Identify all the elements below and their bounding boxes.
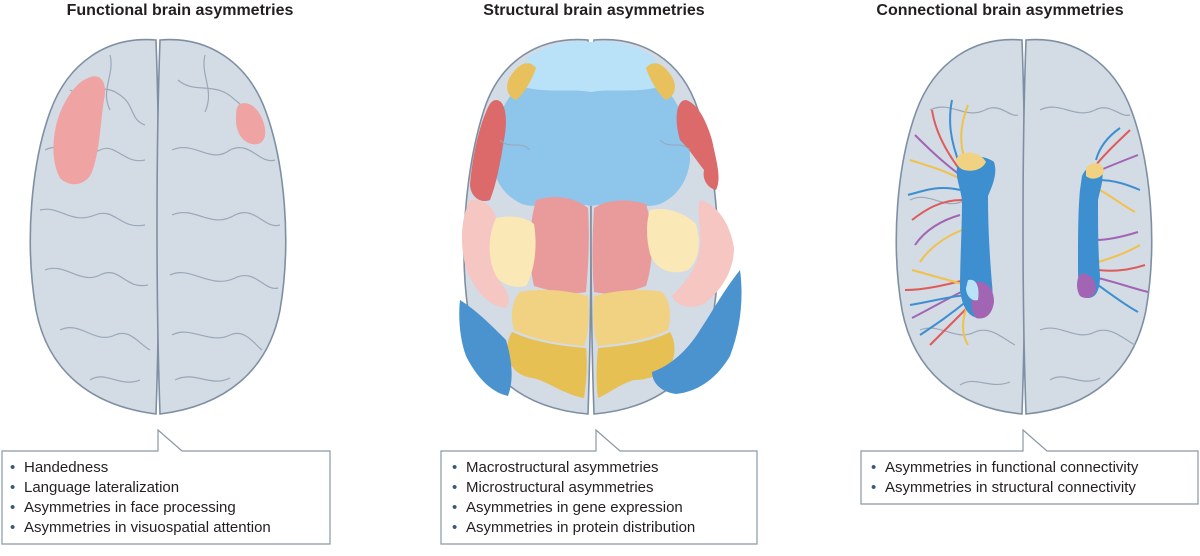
structural-right-orbital-corner	[646, 63, 675, 100]
structural-left-parietal	[512, 289, 589, 346]
structural-list: •Macrostructural asymmetries •Microstruc…	[452, 458, 695, 538]
structural-central-right	[592, 200, 652, 294]
structural-left-temporal	[459, 300, 512, 396]
structural-right-pale-yellow	[647, 208, 699, 273]
connectional-brain	[895, 38, 1153, 415]
connectional-right-tract-bottom	[1077, 273, 1096, 298]
connectional-callout-frame	[860, 428, 1199, 505]
structural-brain	[459, 38, 742, 415]
structural-right-temporal	[652, 270, 742, 394]
list-item: •Asymmetries in structural connectivity	[871, 479, 1136, 496]
list-item: •Macrostructural asymmetries	[452, 459, 659, 476]
structural-central-left	[529, 197, 589, 294]
callout-frames	[1, 428, 1199, 545]
structural-left-pale-pink	[461, 199, 509, 308]
connectional-gyri	[909, 106, 1136, 386]
structural-right-parietal	[593, 289, 670, 346]
list-item: •Asymmetries in face processing	[10, 499, 236, 516]
functional-list: •Handedness •Language lateralization •As…	[10, 458, 271, 538]
list-item: •Asymmetries in visuospatial attention	[10, 519, 271, 536]
structural-right-occipital	[596, 332, 675, 398]
connectional-panel-title: Connectional brain asymmetries	[876, 2, 1124, 19]
structural-frontal-lobe	[492, 86, 690, 206]
functional-right-frontal-region	[236, 103, 266, 145]
connectional-list: •Asymmetries in functional connectivity …	[871, 458, 1138, 498]
structural-callout-frame	[440, 428, 758, 545]
structural-left-lateral-frontal	[470, 100, 506, 202]
structural-left-occipital	[507, 332, 587, 398]
structural-left-pale-yellow	[485, 216, 536, 287]
connectional-right-tract-top	[1086, 163, 1104, 179]
structural-gyri	[499, 139, 691, 151]
structural-frontal-pole	[522, 41, 660, 94]
functional-right-hemisphere	[156, 38, 287, 415]
functional-left-frontal-region	[53, 76, 106, 185]
connectional-left-tract	[956, 156, 996, 318]
list-item: •Asymmetries in functional connectivity	[871, 459, 1139, 476]
structural-left-orbital-corner	[507, 63, 536, 100]
functional-callout-frame	[1, 428, 331, 545]
functional-panel-title: Functional brain asymmetries	[66, 2, 294, 19]
structural-right-lateral-frontal	[676, 100, 719, 190]
structural-panel-title: Structural brain asymmetries	[483, 2, 705, 19]
connectional-left-hemisphere	[895, 38, 1026, 415]
connectional-left-tract-top	[956, 152, 986, 171]
connectional-left-tract-bottom-inner	[966, 279, 979, 301]
list-item: •Language lateralization	[10, 479, 180, 496]
list-item: •Microstructural asymmetries	[452, 479, 654, 496]
structural-right-pale-pink	[672, 200, 734, 307]
functional-brain	[29, 38, 287, 415]
connectional-right-tract	[1078, 165, 1103, 298]
list-item: •Handedness	[10, 459, 109, 476]
list-item: •Asymmetries in protein distribution	[452, 519, 696, 536]
list-item: •Asymmetries in gene expression	[452, 499, 683, 516]
